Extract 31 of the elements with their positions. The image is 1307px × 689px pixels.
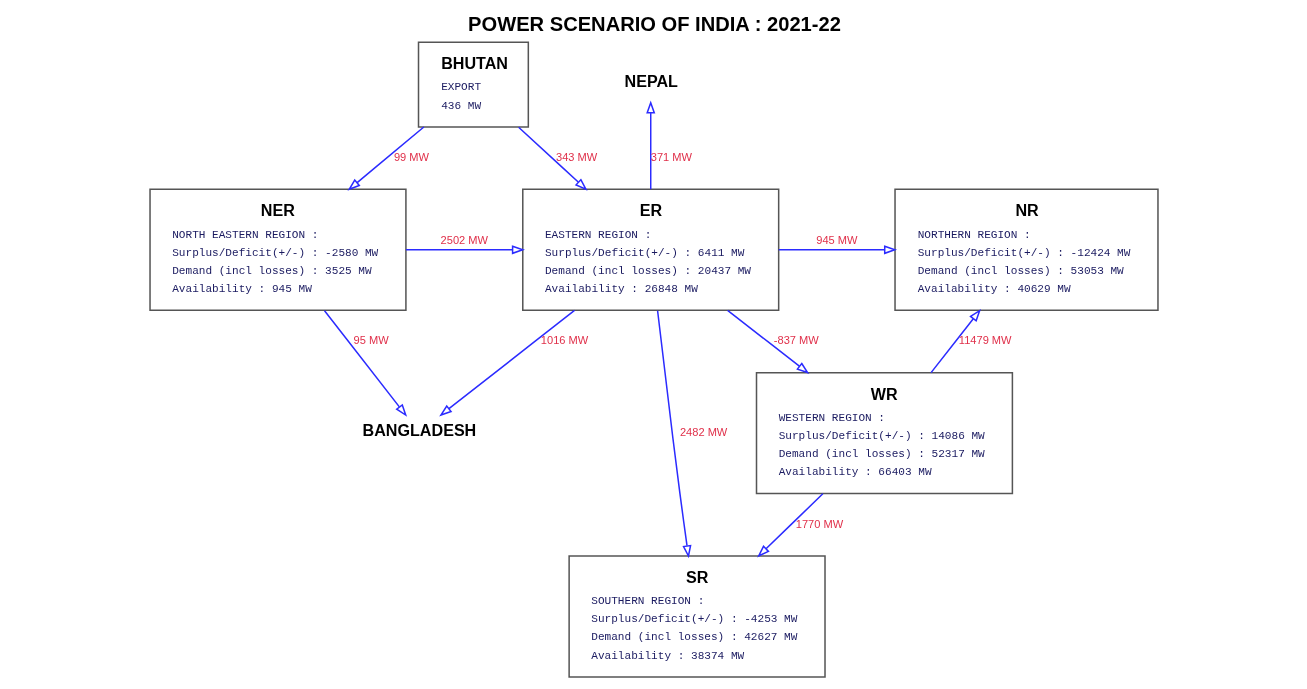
arrow	[517, 126, 588, 191]
arrow	[777, 245, 897, 255]
node-box: BHUTAN EXPORT 436 MW	[417, 41, 529, 128]
edge-label: 2502 MW	[440, 233, 488, 246]
edge-label: 2482 MW	[679, 425, 727, 438]
edge-label: 11479 MW	[958, 334, 1012, 347]
arrow	[404, 245, 525, 255]
node-box: NER NORTH EASTERN REGION : Surplus/Deficit(+/-) : -2580 MW Demand (incl losses) : 3525 MW Availability : 945 MW	[148, 188, 407, 311]
node-box: ER EASTERN REGION : Surplus/Deficit(+/-) : 6411 MW Demand (incl losses) : 20437 MW Availability : 26848 MW	[521, 188, 779, 311]
arrow	[656, 309, 691, 559]
arrow	[929, 308, 981, 374]
node-text: BANGLADESH	[362, 420, 476, 439]
edge-label: -837 MW	[773, 334, 819, 347]
edge-label: 371 MW	[650, 150, 692, 163]
edge-label: 1770 MW	[795, 517, 843, 530]
arrow	[438, 309, 575, 417]
edge-label: 95 MW	[353, 334, 389, 347]
edge-label: 99 MW	[393, 150, 429, 163]
node-box: NR NORTHERN REGION : Surplus/Deficit(+/-) : -12424 MW Demand (incl losses) : 53053 MW Availability : 40629 MW	[893, 188, 1159, 311]
arrow	[323, 309, 407, 417]
arrow	[347, 126, 425, 191]
arrow	[645, 100, 655, 191]
node-box: WR WESTERN REGION : Surplus/Deficit(+/-) : 14086 MW Demand (incl losses) : 52317 MW Availability : 66403 MW	[755, 371, 1013, 495]
edge-label: 945 MW	[815, 233, 857, 246]
node-box: SR SOUTHERN REGION : Surplus/Deficit(+/-) : -4253 MW Demand (incl losses) : 42627 MW Availability : 38374 MW	[567, 555, 826, 678]
node-text: NEPAL	[624, 72, 678, 91]
diagram-title: POWER SCENARIO OF INDIA : 2021-22	[467, 13, 841, 36]
arrow	[756, 493, 824, 558]
edge-label: 1016 MW	[540, 334, 588, 347]
arrow	[726, 309, 809, 374]
edge-label: 343 MW	[555, 150, 597, 163]
